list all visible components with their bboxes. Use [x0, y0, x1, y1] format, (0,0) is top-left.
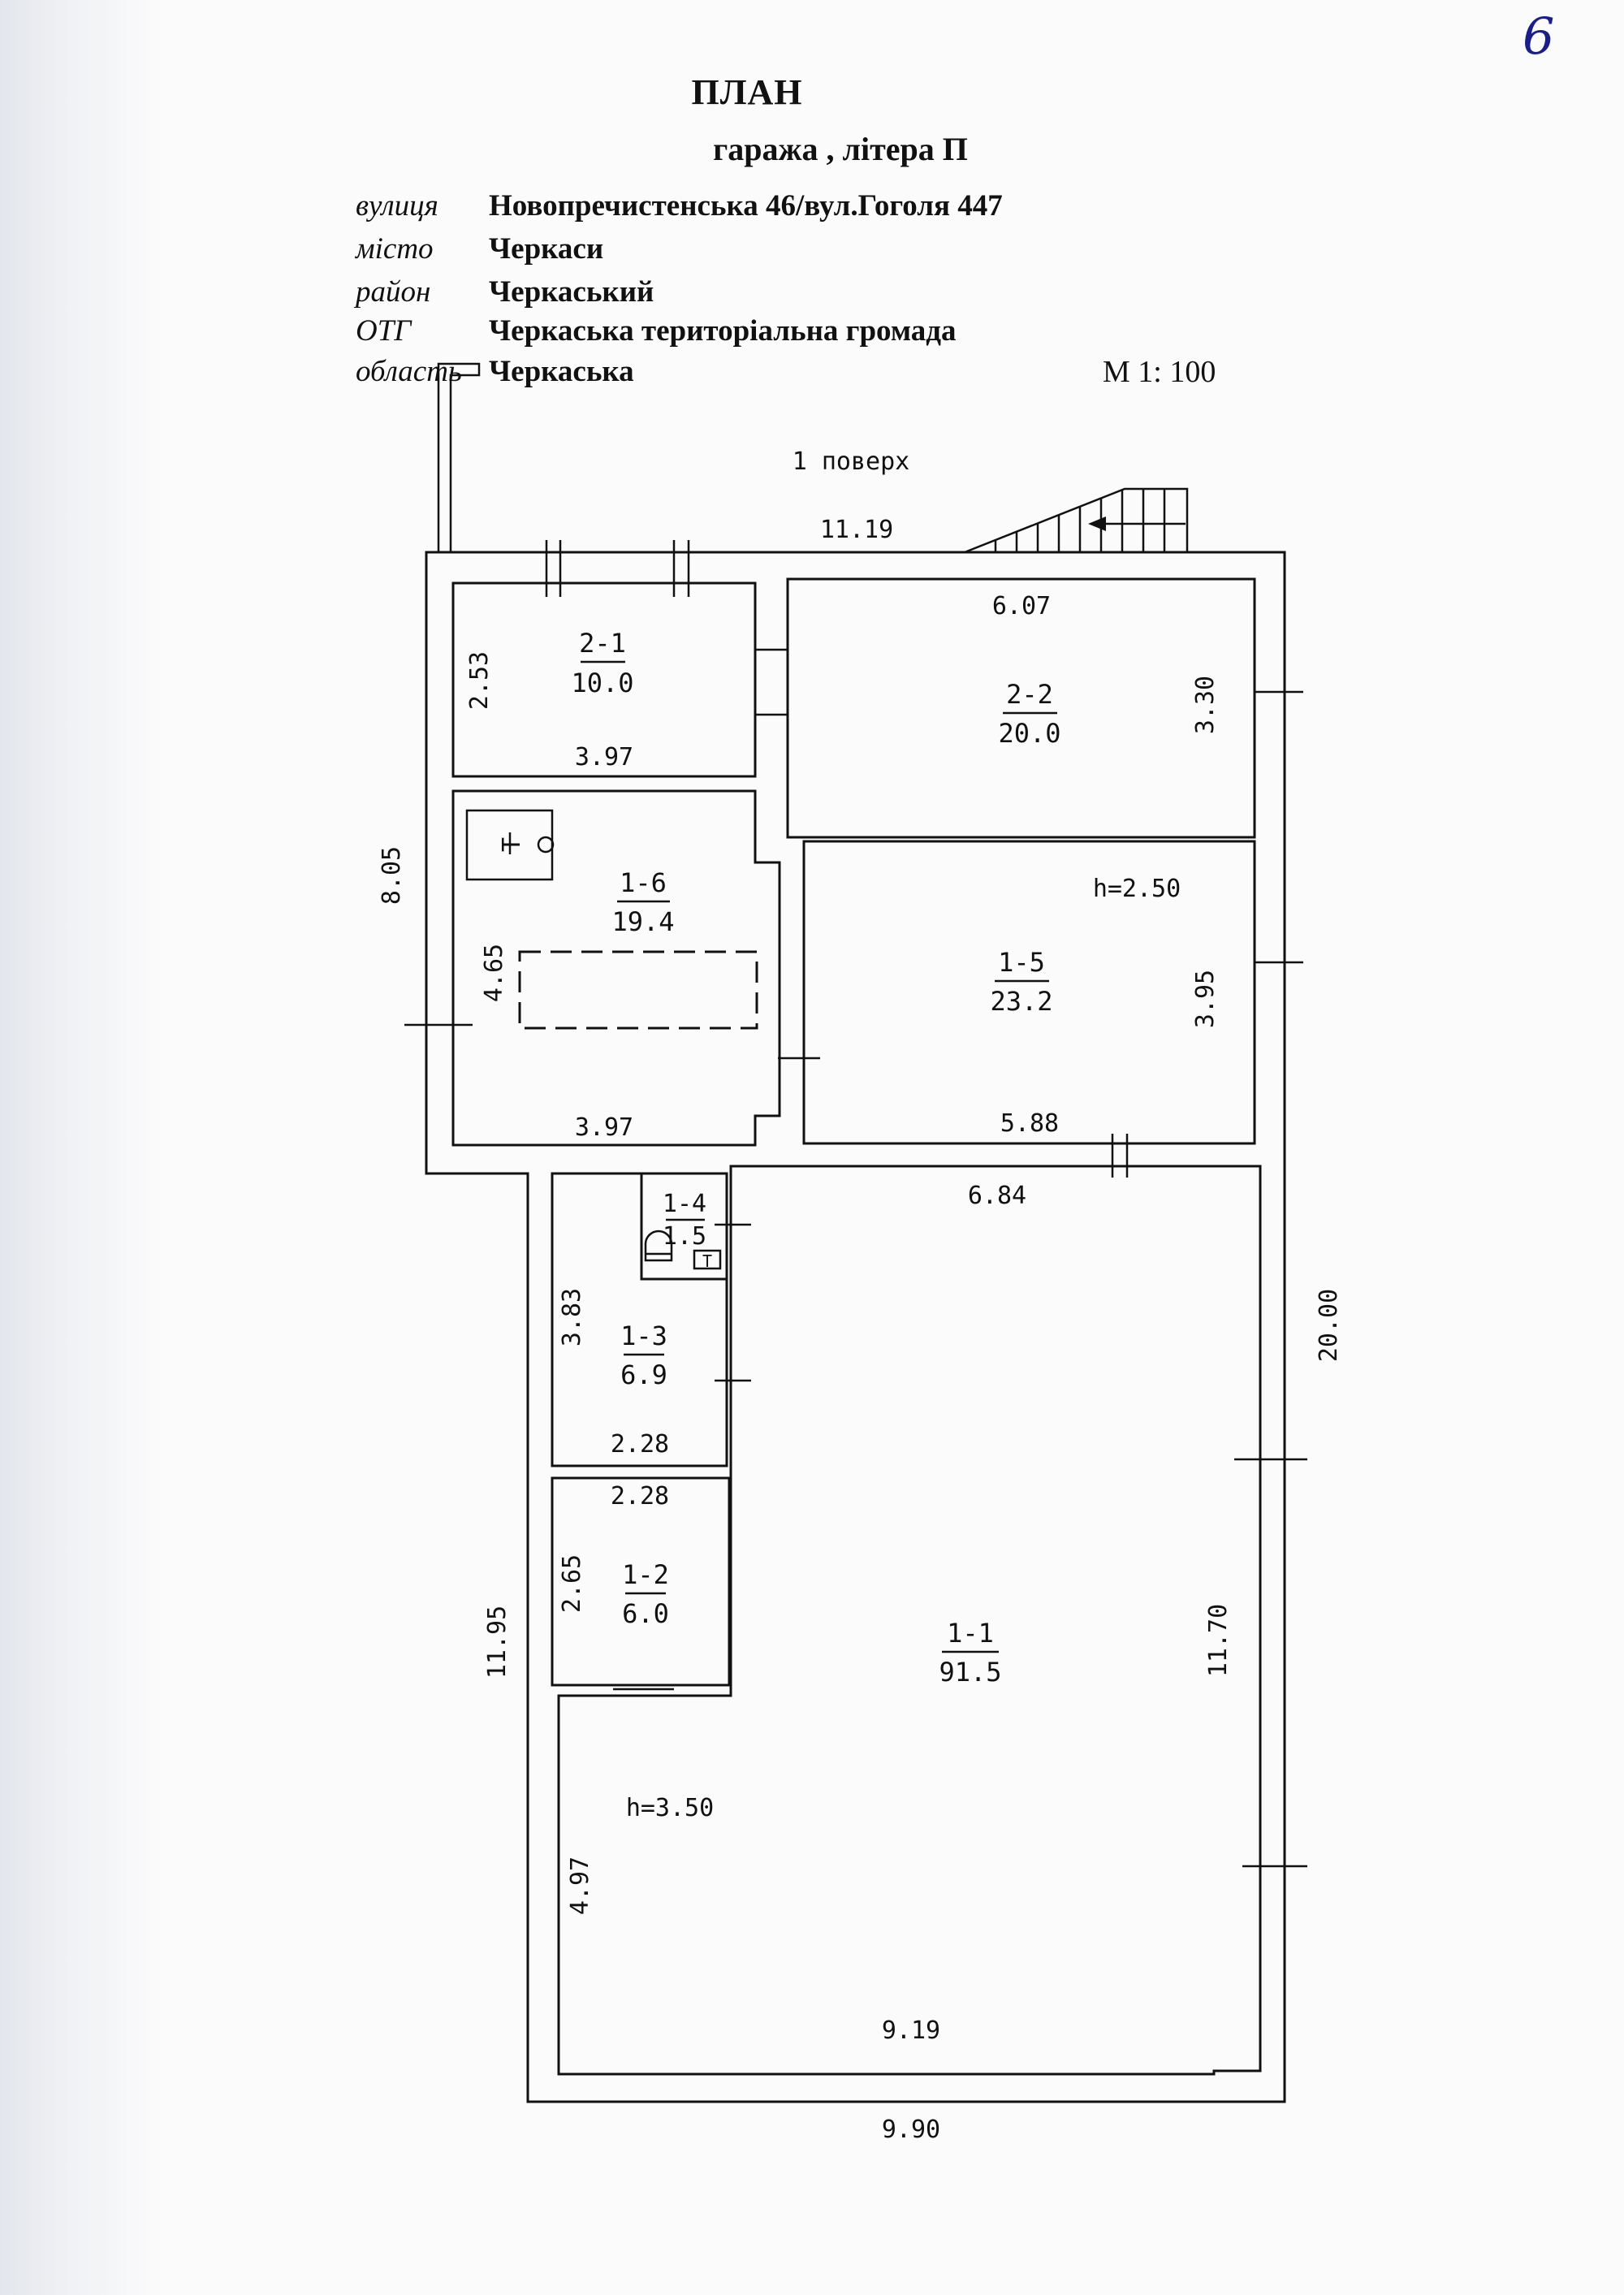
dim-room-1-6-width: 3.97: [575, 1113, 633, 1142]
room-2-1-outline: [451, 581, 757, 778]
room-1-5-area: 23.2: [990, 986, 1052, 1017]
dim-room-1-1-bottom-width: 9.19: [882, 2016, 940, 2045]
scale-label: М 1: 100: [1103, 355, 1216, 389]
room-1-4-area: 1.5: [663, 1222, 706, 1251]
dim-room-1-3-width: 2.28: [611, 1430, 669, 1459]
toilet-fixture: [644, 1230, 722, 1270]
floor-label: 1 поверх: [793, 447, 910, 476]
address-label-district: район: [356, 275, 431, 309]
dim-room-2-1-width: 3.97: [575, 743, 633, 771]
address-label-region: область: [356, 355, 462, 388]
dim-room-2-1-depth: 2.53: [465, 651, 494, 710]
address-label-community: ОТГ: [356, 314, 412, 348]
inspection-pit: [518, 950, 758, 1030]
room-1-5-outline: [802, 840, 1256, 1145]
room-2-2-outline: [786, 577, 1256, 839]
room-1-1-number: 1-1: [947, 1618, 994, 1649]
dim-right-total: 20.00: [1315, 1289, 1343, 1362]
page-number-handwritten: 6: [1522, 6, 1555, 66]
room-1-3-outline: [551, 1172, 728, 1467]
boiler-letter: Т: [498, 837, 526, 852]
dim-bottom-total: 9.90: [882, 2116, 940, 2144]
flue-line: [437, 362, 481, 552]
dim-room-1-1-lower-depth: 4.97: [566, 1856, 594, 1915]
dim-room-1-3-depth: 3.83: [558, 1288, 586, 1346]
address-value-district: Черкаський: [489, 275, 654, 309]
room-1-4-outline: [640, 1172, 728, 1281]
room-1-3-area: 6.9: [620, 1359, 667, 1390]
room-2-2-number: 2-2: [1006, 679, 1053, 710]
dim-room-1-2-width: 2.28: [611, 1482, 669, 1511]
room-1-6-outline: [451, 789, 781, 1147]
dim-room-2-2-depth: 3.30: [1191, 676, 1220, 734]
room-1-5-number: 1-5: [998, 947, 1045, 978]
room-1-2-outline: [551, 1476, 731, 1687]
dim-room-1-5-width: 5.88: [1000, 1109, 1059, 1138]
dim-room-1-5-depth: 3.95: [1191, 970, 1220, 1028]
room-1-1-ceiling-height: h=3.50: [626, 1794, 714, 1822]
outer-wall-outline: [425, 551, 1286, 2103]
room-1-2-number: 1-2: [622, 1559, 669, 1590]
toilet-letter: Т: [702, 1251, 712, 1271]
room-2-2-area: 20.0: [998, 718, 1060, 749]
address-value-city: Черкаси: [489, 232, 604, 266]
boiler-fixture: [465, 809, 555, 881]
room-1-3-number: 1-3: [620, 1320, 667, 1351]
dim-top-total: 11.19: [820, 516, 893, 544]
room-1-6-number: 1-6: [620, 867, 667, 898]
address-label-city: місто: [356, 232, 434, 266]
dim-room-1-1-top-width: 6.84: [968, 1182, 1026, 1210]
entrance-stairs: [964, 487, 1189, 554]
document-title: ПЛАН: [691, 72, 803, 112]
room-1-5-ceiling-height: h=2.50: [1093, 875, 1181, 903]
dim-room-2-2-width: 6.07: [992, 592, 1051, 620]
address-label-street: вулиця: [356, 189, 438, 223]
dim-left-upper-total: 8.05: [378, 846, 406, 905]
room-1-2-area: 6.0: [622, 1598, 669, 1629]
scan-page-edge: [0, 0, 162, 2295]
dim-room-1-1-depth: 11.70: [1204, 1604, 1233, 1677]
dim-room-1-2-depth: 2.65: [558, 1554, 586, 1613]
room-1-4-number: 1-4: [663, 1190, 706, 1218]
wall-openings: [404, 540, 1307, 1868]
dim-left-lower-total: 11.95: [483, 1606, 512, 1679]
room-1-1-outline: [557, 1165, 1262, 2076]
document-subtitle: гаража , літера П: [713, 131, 968, 167]
room-1-1-area: 91.5: [939, 1657, 1001, 1688]
room-2-1-number: 2-1: [579, 628, 626, 659]
room-1-6-area: 19.4: [611, 906, 674, 937]
address-value-community: Черкаська територіальна громада: [489, 314, 957, 348]
address-value-street: Новопречистенська 46/вул.Гоголя 447: [489, 189, 1003, 223]
room-2-1-area: 10.0: [571, 668, 633, 698]
dim-room-1-6-depth: 4.65: [480, 944, 508, 1002]
address-value-region: Черкаська: [489, 355, 634, 388]
